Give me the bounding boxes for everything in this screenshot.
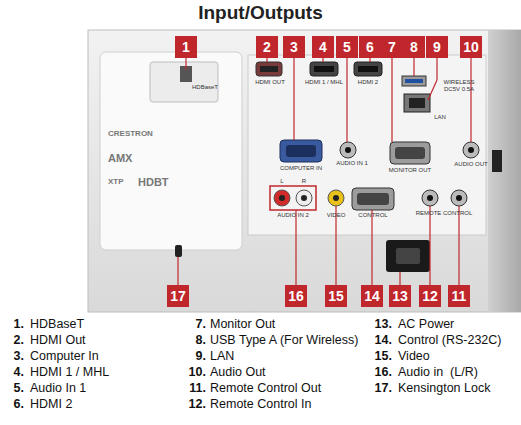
callout-box: 5 (336, 36, 358, 58)
callout-box: 8 (403, 36, 425, 58)
callout-box: 16 (285, 285, 307, 307)
panel-label: R (302, 178, 306, 185)
callout-number: 1 (182, 39, 190, 55)
callout-number: 5 (343, 39, 351, 55)
panel-label: HDBaseT (192, 84, 218, 91)
panel-label: HDMI 2 (358, 79, 378, 86)
callout-box: 1 (175, 36, 197, 58)
panel-label: L (280, 178, 283, 185)
callout-box: 15 (325, 285, 347, 307)
panel-label: AUDIO IN 2 (277, 212, 309, 219)
key-number: 13. (375, 318, 392, 332)
callout-number: 16 (288, 288, 304, 304)
panel-label: VIDEO (327, 212, 346, 219)
callout-number: 10 (463, 39, 479, 55)
callout-number: 12 (422, 288, 438, 304)
key-text: Video (398, 350, 430, 364)
callout-box: 9 (426, 36, 448, 58)
key-number: 11. (189, 382, 206, 396)
panel-label: CONTROL (358, 212, 387, 219)
key-text: Computer In (30, 350, 99, 364)
key-number: 14. (375, 334, 392, 348)
callout-box: 2 (256, 36, 278, 58)
callout-number: 2 (263, 39, 271, 55)
callout-box: 3 (283, 36, 305, 58)
key-number: 16. (375, 366, 392, 380)
panel-label: HDMI OUT (255, 79, 285, 86)
panel-label: LAN (434, 114, 446, 121)
callout-number: 6 (366, 39, 374, 55)
callout-box: 13 (389, 285, 411, 307)
callout-number: 3 (290, 39, 298, 55)
key-number: 15. (375, 350, 392, 364)
key-text: Audio Out (210, 366, 266, 380)
panel-label: COMPUTER IN (280, 165, 322, 172)
key-text: Remote Control In (210, 398, 311, 412)
callout-number: 8 (410, 39, 418, 55)
key-text: LAN (210, 350, 234, 364)
callout-box: 14 (361, 285, 383, 307)
key-text: Remote Control Out (210, 382, 321, 396)
callout-box: 12 (419, 285, 441, 307)
key-number: 17. (375, 382, 392, 396)
key-text: HDBaseT (30, 318, 84, 332)
brand-logo: CRESTRON (108, 130, 153, 139)
panel-label: MONITOR OUT (389, 167, 432, 174)
callout-number: 13 (392, 288, 408, 304)
panel-label: HDMI 1 / MHL (305, 79, 343, 86)
key-number: 9. (196, 350, 206, 364)
key-number: 4. (14, 366, 24, 380)
callout-number: 14 (364, 288, 380, 304)
callout-number: 11 (452, 288, 467, 304)
key-text: Control (RS-232C) (398, 334, 502, 348)
panel-label: AUDIO IN 1 (336, 160, 368, 167)
callout-number: 15 (328, 288, 344, 304)
callout-number: 17 (170, 288, 186, 304)
callout-number: 7 (388, 39, 396, 55)
callout-box: 11 (448, 285, 470, 307)
panel-label: REMOTE CONTROL (416, 210, 473, 217)
callout-number: 9 (433, 39, 441, 55)
key-text: Kensington Lock (398, 382, 490, 396)
key-number: 2. (14, 334, 24, 348)
brand-logo: HDBT (138, 176, 169, 188)
panel-label: WIRELESS (443, 79, 474, 86)
key-text: Audio in (L/R) (398, 366, 478, 380)
diagram-title: Input/Outputs (0, 2, 521, 24)
callout-box: 6 (359, 36, 381, 58)
key-number: 7. (196, 318, 206, 332)
panel-label: AUDIO OUT (454, 161, 487, 168)
callout-box: 7 (381, 36, 403, 58)
key-number: 10. (189, 366, 206, 380)
callout-box: 4 (312, 36, 334, 58)
key-number: 8. (196, 334, 206, 348)
key-text: HDMI 1 / MHL (30, 366, 109, 380)
callout-box: 10 (460, 36, 482, 58)
brand-logo: AMX (108, 152, 132, 164)
key-text: HDMI Out (30, 334, 86, 348)
key-number: 6. (14, 398, 24, 412)
key-number: 1. (14, 318, 24, 332)
leader-lines (178, 58, 471, 285)
key-text: USB Type A (For Wireless) (210, 334, 358, 348)
panel-label: DC5V 0.5A (444, 86, 474, 93)
callout-number: 4 (319, 39, 327, 55)
key-number: 12. (189, 398, 206, 412)
key-text: AC Power (398, 318, 454, 332)
key-text: Monitor Out (210, 318, 275, 332)
callout-box: 17 (167, 285, 189, 307)
brand-logo: XTP (108, 178, 124, 187)
key-number: 5. (14, 382, 24, 396)
key-number: 3. (14, 350, 24, 364)
key-text: Audio In 1 (30, 382, 86, 396)
key-text: HDMI 2 (30, 398, 72, 412)
